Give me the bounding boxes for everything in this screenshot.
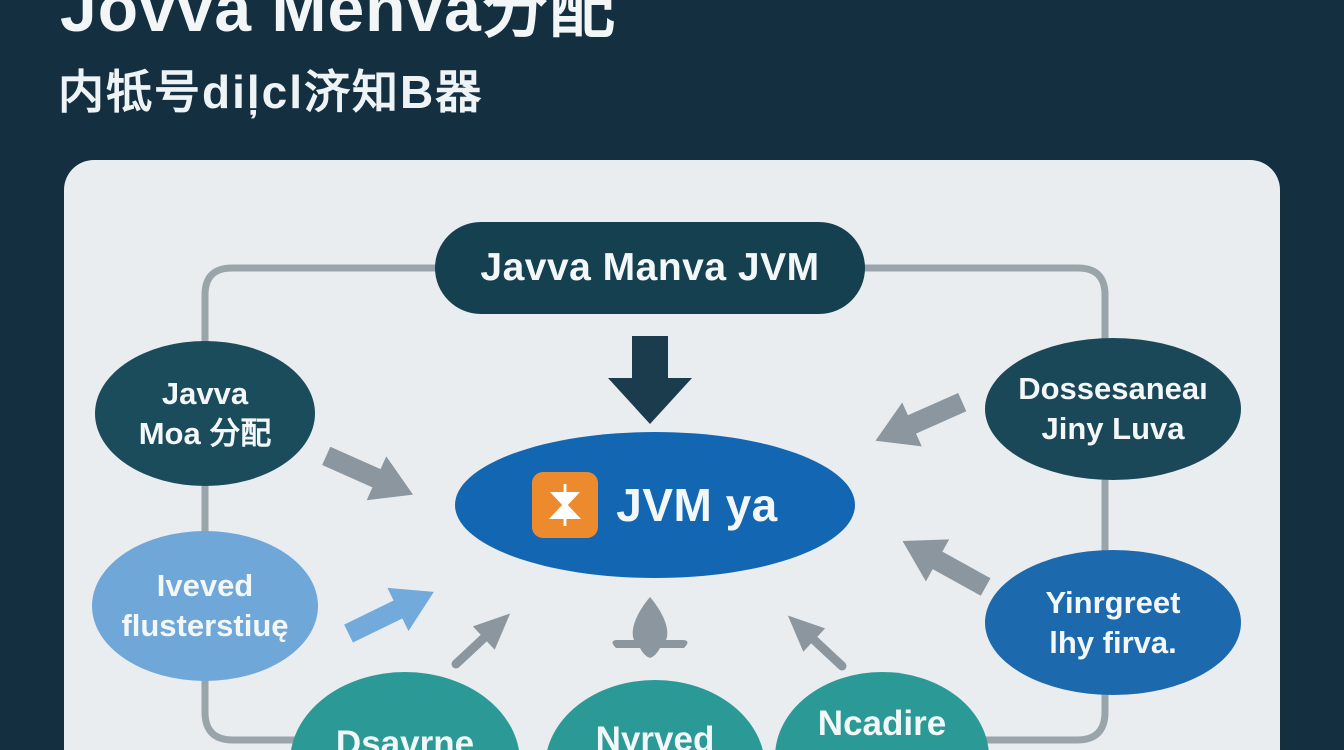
node-right-top: Dossesaneaı Jiny Luva <box>985 338 1241 480</box>
node-center-jvm: JVM ya <box>455 432 855 578</box>
node-left-top-line1: Javva <box>161 375 249 411</box>
down-arrow-icon <box>608 336 692 424</box>
node-center-jvm-label: JVM ya <box>616 479 778 531</box>
node-top-jvm-label: Javva Manva JVM <box>480 246 820 289</box>
node-right-top-line2: Jiny Luva <box>1041 411 1185 446</box>
node-bottom-right-label: Ncadire <box>817 704 947 743</box>
arrow-bottom-middle-icon <box>612 597 688 658</box>
connector-left-bracket <box>201 264 436 744</box>
node-bottom-middle-label: Nyrved <box>595 720 715 750</box>
node-left-top-line2: Moa 分配 <box>138 415 272 451</box>
orange-star-badge-icon <box>532 472 599 538</box>
arrow-right-bottom-icon <box>902 539 991 596</box>
page-subtitle: 内牴号diļcl济知B器 <box>58 66 484 118</box>
star-glyph <box>549 484 582 526</box>
arrow-bottom-right-icon <box>787 615 847 671</box>
node-left-top: Javva Moa 分配 <box>95 341 315 486</box>
node-right-top-line1: Dossesaneaı <box>1018 371 1208 407</box>
arrow-left-top-icon <box>322 446 414 501</box>
node-left-bottom: Iveved flusterstiuę <box>92 531 318 681</box>
node-top-jvm: Javva Manva JVM <box>435 222 865 314</box>
arrow-right-top-icon <box>875 392 967 447</box>
connector-right-bracket <box>864 264 1109 744</box>
node-right-bottom: Yinrgreet lhy firva. <box>985 550 1241 695</box>
node-bottom-left-label: Dsavrne <box>335 724 475 750</box>
arrow-bottom-left-icon <box>451 613 511 669</box>
page-title: Jovva Menva分配 <box>60 0 616 45</box>
node-left-bottom-line1: Iveved <box>156 568 254 604</box>
node-right-bottom-line2: lhy firva. <box>1049 624 1177 660</box>
arrow-left-bottom-icon <box>344 587 434 643</box>
node-right-bottom-line1: Yinrgreet <box>1045 584 1181 620</box>
node-left-bottom-line2: flusterstiuę <box>121 608 289 643</box>
